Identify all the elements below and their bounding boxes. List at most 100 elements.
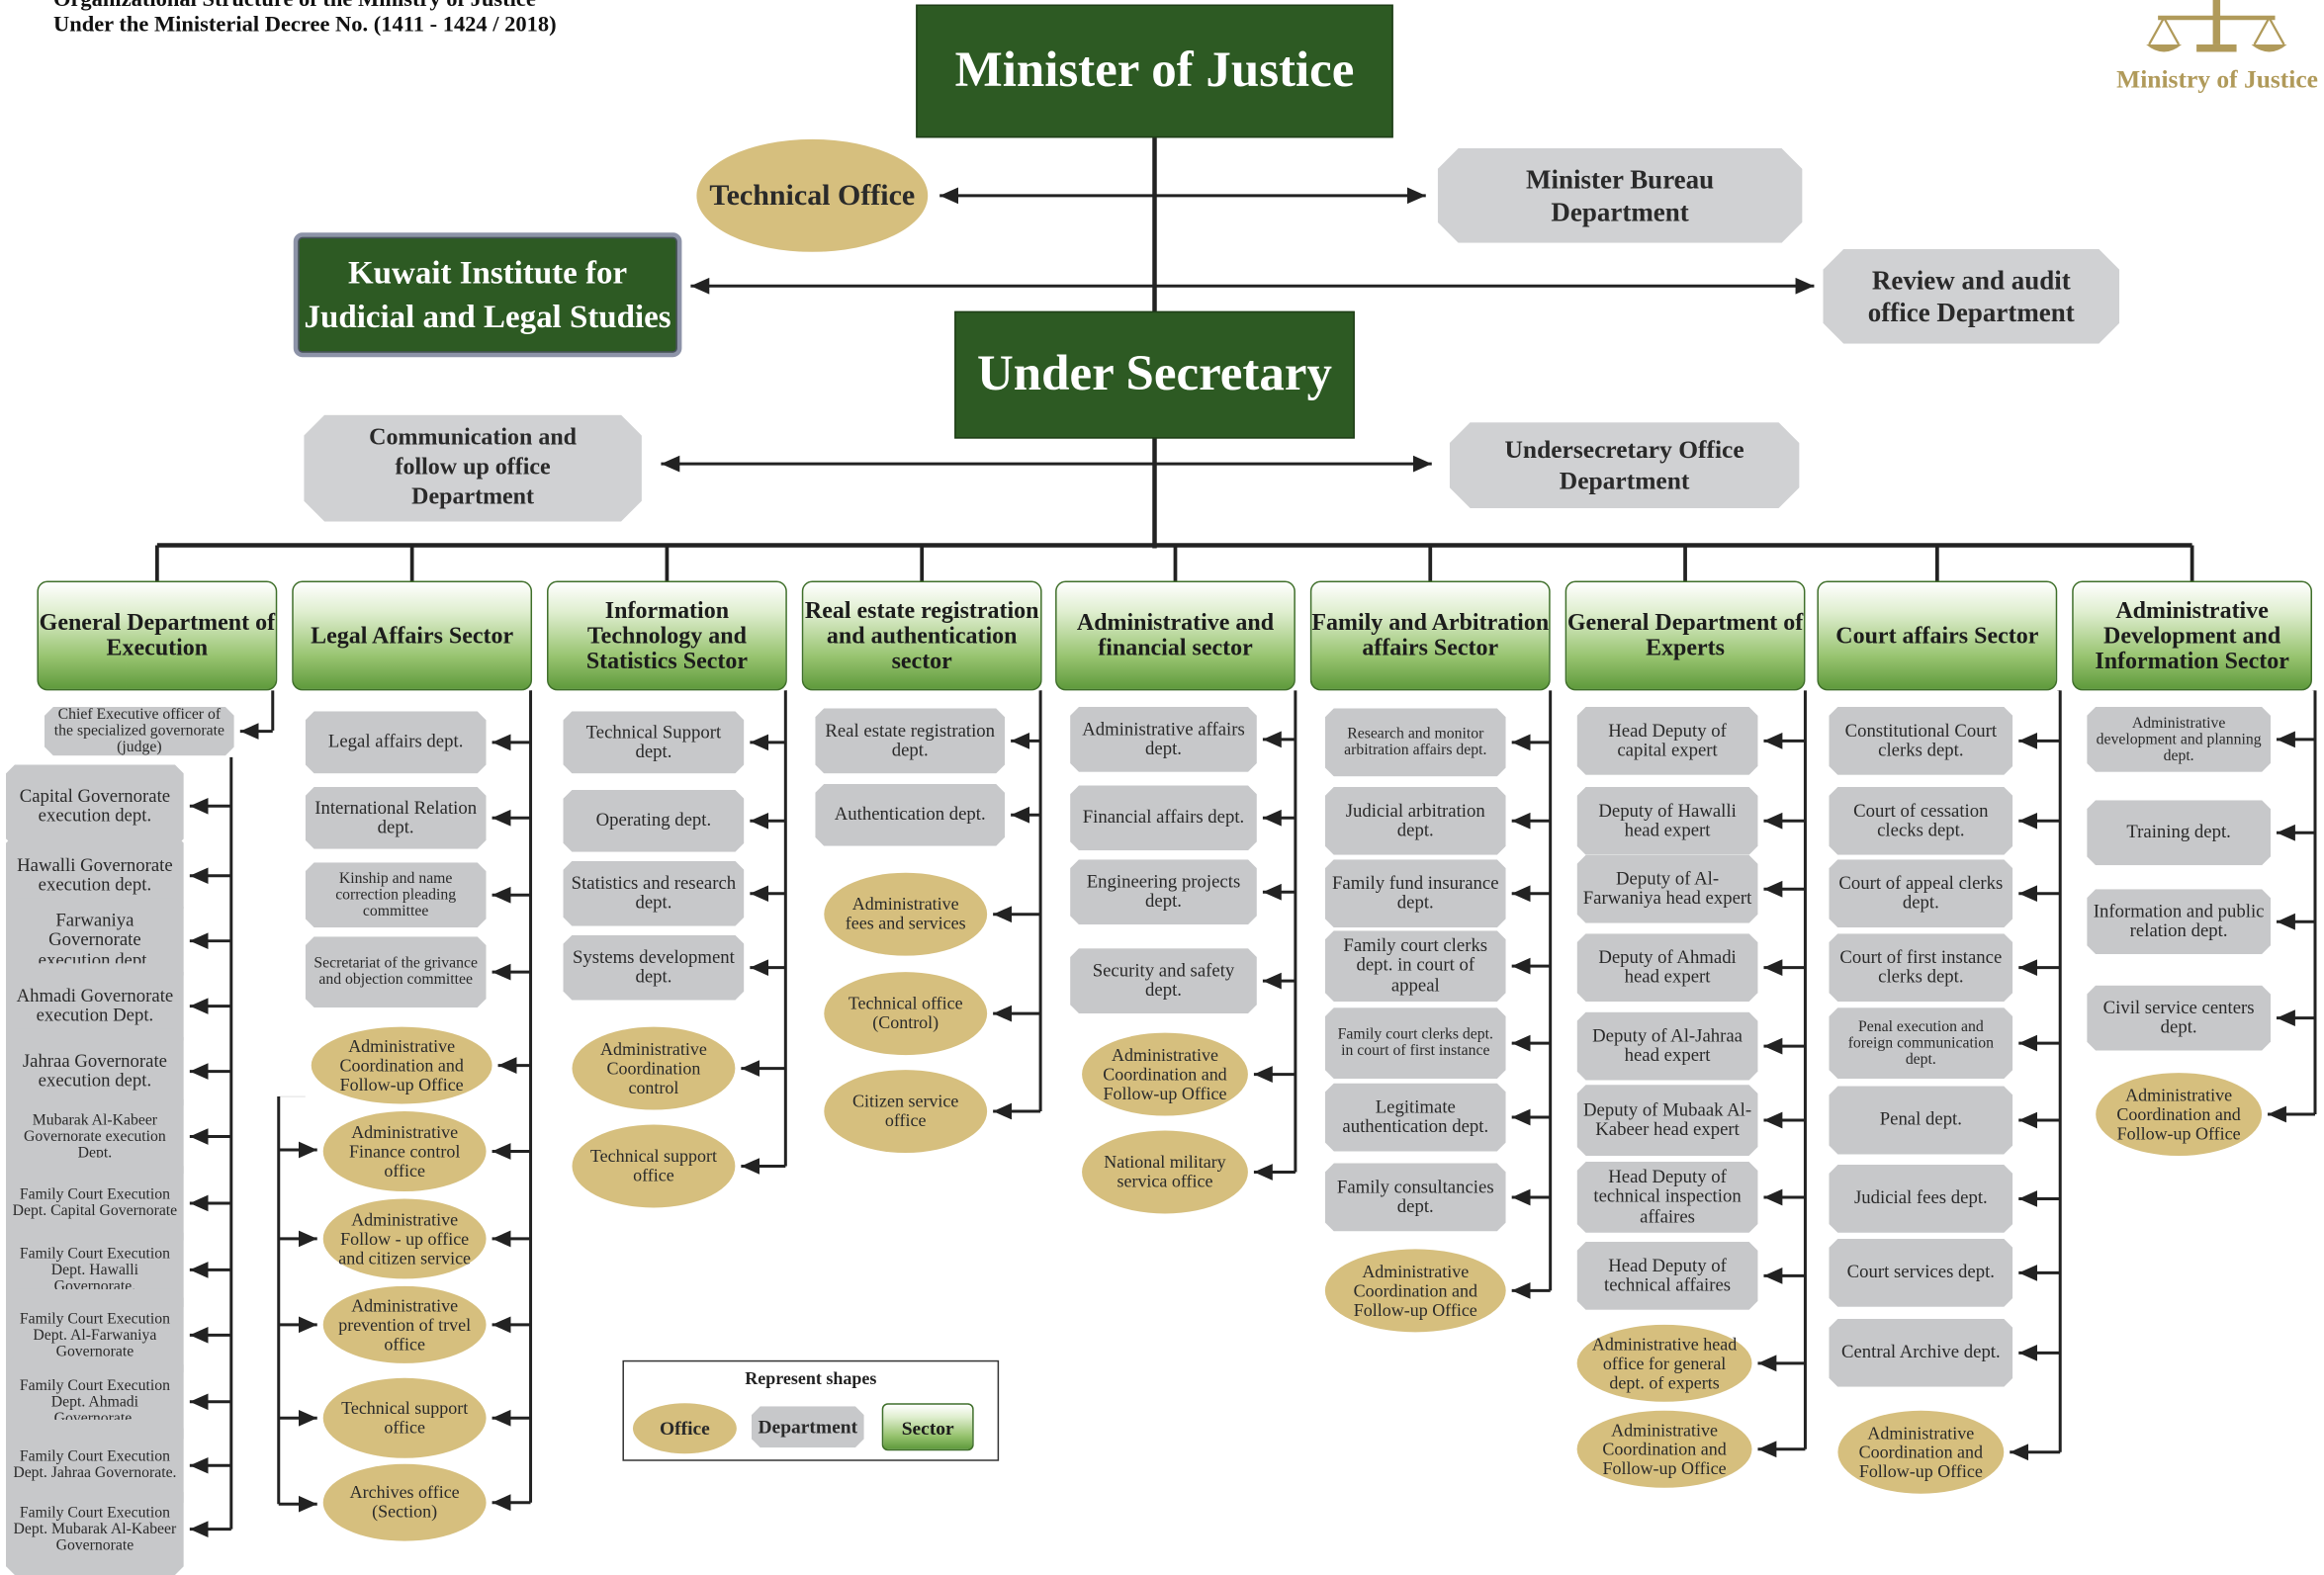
department-box[interactable]: Constitutional Court clerks dept. [1829,707,2012,775]
sector-6-header[interactable]: Family and Arbitration affairs Sector [1309,580,1551,691]
minister-bureau-box[interactable]: Minister Bureau Department [1438,148,1803,243]
department-box[interactable]: Chief Executive officer of the specializ… [45,707,234,755]
department-box[interactable]: Administrative affairs dept. [1070,707,1257,772]
department-box[interactable]: Penal dept. [1829,1087,2012,1155]
sector-2-header[interactable]: Legal Affairs Sector [292,580,533,691]
legend-title: Represent shapes [745,1367,877,1389]
department-box[interactable]: Deputy of Mubaak Al-Kabeer head expert [1577,1085,1758,1156]
office-oval[interactable]: Administrative Coordination and Follow-u… [2096,1073,2263,1157]
department-box[interactable]: Family court clerks dept. in court of fi… [1325,1007,1506,1079]
sector-3-header[interactable]: Information Technology and Statistics Se… [547,580,787,691]
department-box[interactable]: Capital Governorate execution dept. [6,764,184,847]
office-oval[interactable]: Administrative Coordination control [572,1026,736,1110]
chart-title: Organizational Structure of the Ministry… [52,0,536,12]
department-box[interactable]: Judicial fees dept. [1829,1165,2012,1233]
department-label: Operating dept. [595,809,712,831]
department-box[interactable]: Civil service centers dept. [2087,986,2271,1051]
department-box[interactable]: Deputy of Ahmadi head expert [1577,933,1758,1002]
department-label: Court services dept. [1846,1261,1995,1282]
office-oval[interactable]: Citizen service office [824,1070,988,1154]
office-oval[interactable]: Technical support office [572,1124,736,1208]
office-oval[interactable]: Archives office (Section) [322,1463,487,1541]
office-oval[interactable]: Administrative head office for general d… [1576,1324,1752,1402]
department-box[interactable]: Security and safety dept. [1070,948,1257,1013]
office-label: Administrative Coordination and Follow-u… [1602,1419,1727,1478]
office-label: Administrative prevention of trvel offic… [338,1294,472,1355]
office-oval[interactable]: Technical office (Control) [824,972,988,1056]
technical-office-oval[interactable]: Technical Office [696,138,929,252]
department-box[interactable]: Technical Support dept. [564,711,745,773]
ministry-logo-text: Ministry of Justice [2116,64,2318,94]
department-box[interactable]: Real estate registration dept. [815,708,1005,773]
department-box[interactable]: Central Archive dept. [1829,1319,2012,1387]
department-box[interactable]: Secretariat of the grivance and objectio… [306,936,487,1007]
department-box[interactable]: Head Deputy of capital expert [1577,707,1758,775]
office-oval[interactable]: Administrative prevention of trvel offic… [322,1285,487,1363]
department-box[interactable]: Deputy of Al-Farwaniya head expert [1577,855,1758,923]
sector-8-header[interactable]: Court affairs Sector [1817,580,2058,691]
department-box[interactable]: Judicial arbitration dept. [1325,787,1506,855]
sector-7-header[interactable]: General Department of Experts [1564,580,1806,691]
department-box[interactable]: Statistics and research dept. [564,861,745,926]
department-box[interactable]: Authentication dept. [815,784,1005,846]
kiljs-box[interactable]: Kuwait Institute for Judicial and Legal … [293,232,682,358]
office-oval[interactable]: Administrative Coordination and Follow-u… [1082,1032,1248,1116]
sector-4-header[interactable]: Real estate registration and authenticat… [801,580,1042,691]
office-label: National military servica office [1104,1151,1226,1191]
department-box[interactable]: Engineering projects dept. [1070,859,1257,924]
department-label: International Relation dept. [314,796,478,837]
office-label: Administrative fees and services [845,893,966,934]
sector-5-header[interactable]: Administrative and financial sector [1055,580,1296,691]
department-box[interactable]: Deputy of Hawalli head expert [1577,787,1758,855]
sector-9-header[interactable]: Administrative Development and Informati… [2072,580,2313,691]
office-oval[interactable]: Administrative Finance control office [322,1111,487,1191]
department-box[interactable]: Operating dept. [564,790,745,852]
sector-2-title: Legal Affairs Sector [311,623,514,649]
communication-office-box[interactable]: Communication and follow up office Depar… [304,415,642,522]
sector-7-title: General Department of Experts [1566,610,1804,661]
department-box[interactable]: Court of first instance clerks dept. [1829,933,2012,1002]
department-box[interactable]: Research and monitor arbitration affairs… [1325,708,1506,776]
department-label: Capital Governorate execution dept. [19,784,171,826]
review-audit-box[interactable]: Review and audit office Department [1823,249,2119,344]
department-box[interactable]: Deputy of Al-Jahraa head expert [1577,1012,1758,1081]
minister-of-justice-box[interactable]: Minister of Justice [916,4,1393,138]
department-box[interactable]: International Relation dept. [306,787,487,849]
department-box[interactable]: Training dept. [2087,800,2271,865]
department-box[interactable]: Information and public relation dept. [2087,889,2271,954]
department-box[interactable]: Court of appeal clerks dept. [1829,859,2012,927]
department-label: Farwaniya Governorate execution dept. [38,909,152,971]
department-label: Family Court Execution Dept. Jahraa Gove… [13,1448,177,1482]
department-box[interactable]: Head Deputy of technical inspection affa… [1577,1162,1758,1233]
department-label: Court of first instance clerks dept. [1839,945,2003,988]
department-box[interactable]: Administrative development and planning … [2087,707,2271,772]
department-box[interactable]: Court of cessation clecks dept. [1829,787,2012,855]
department-box[interactable]: Court services dept. [1829,1239,2012,1307]
department-box[interactable]: Legitimate authentication dept. [1325,1084,1506,1152]
department-box[interactable]: Kinship and name correction pleading com… [306,862,487,927]
office-oval[interactable]: Administrative Coordination and Follow-u… [1324,1249,1506,1333]
under-secretary-box[interactable]: Under Secretary [954,310,1355,439]
office-oval[interactable]: Administrative fees and services [824,872,988,956]
department-box[interactable]: Systems development dept. [564,935,745,1001]
communication-office-label: Communication and follow up office Depar… [369,425,578,510]
office-oval[interactable]: Administrative Follow - up office and ci… [322,1198,487,1279]
office-oval[interactable]: Administrative Coordination and Follow-u… [311,1026,492,1104]
department-box[interactable]: Family consultancies dept. [1325,1163,1506,1231]
department-label: Engineering projects dept. [1086,870,1241,912]
department-box[interactable]: Family Court Execution Dept. Mubarak Al-… [6,1483,184,1575]
department-box[interactable]: Head Deputy of technical affaires [1577,1242,1758,1310]
department-box[interactable]: Financial affairs dept. [1070,785,1257,850]
department-box[interactable]: Family court clerks dept. in court of ap… [1325,930,1506,1002]
department-box[interactable]: Family fund insurance dept. [1325,859,1506,927]
department-box[interactable]: Penal execution and foreign communicatio… [1829,1007,2012,1079]
office-oval[interactable]: Administrative Coordination and Follow-u… [1576,1410,1752,1488]
office-oval[interactable]: Technical support office [322,1377,487,1458]
sector-1-header[interactable]: General Department of Execution [37,580,278,691]
department-box[interactable]: Legal affairs dept. [306,711,487,773]
office-oval[interactable]: Administrative Coordination and Follow-u… [1837,1410,2005,1494]
department-box[interactable]: Mubarak Al-Kabeer Governorate execution … [6,1091,184,1182]
department-label: Court of appeal clerks dept. [1838,871,2004,914]
undersecretary-office-box[interactable]: Undersecretary Office Department [1450,422,1800,508]
office-oval[interactable]: National military servica office [1082,1130,1248,1214]
